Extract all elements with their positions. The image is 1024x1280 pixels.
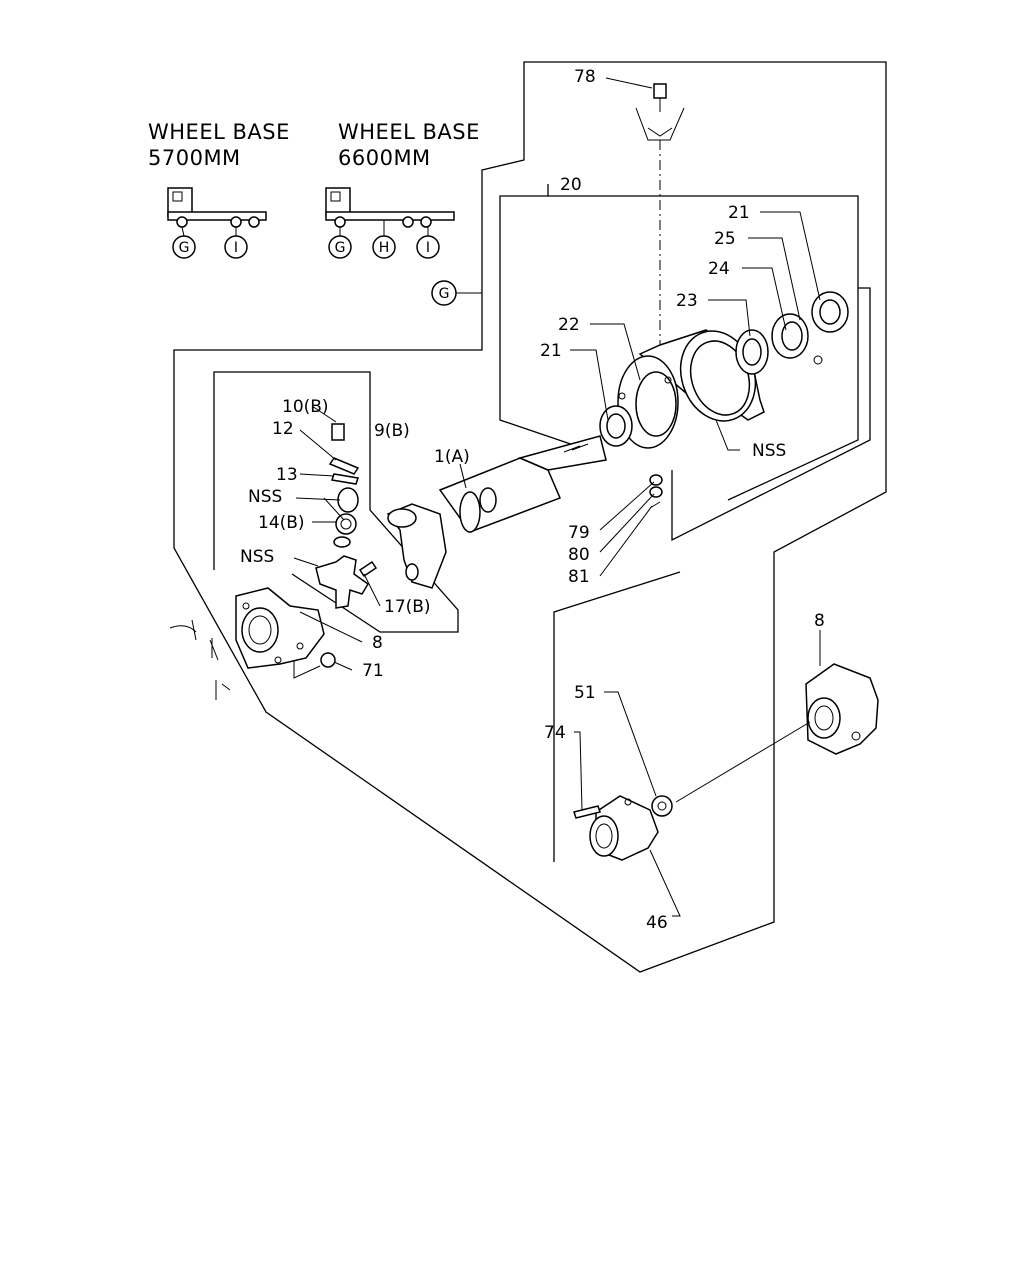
- label-71: 71: [362, 661, 384, 681]
- wheelbase-right-line2: 6600MM: [338, 146, 431, 170]
- label-51: 51: [574, 683, 596, 703]
- label-78: 78: [574, 67, 596, 87]
- label-nss-a: NSS: [248, 487, 282, 507]
- truck-right-marker-g: G: [335, 240, 346, 256]
- truck-right-marker-h: H: [379, 240, 390, 256]
- transmission-edge: [169, 625, 217, 700]
- callout-leaders: [293, 77, 821, 917]
- center-bearing-bracket-22: [638, 329, 765, 422]
- wheelbase-header-right: WHEEL BASE 6600MM: [338, 120, 480, 170]
- center-bearing-group-box: [499, 184, 601, 455]
- washer-51: [651, 795, 673, 817]
- section-g-label: G: [439, 286, 450, 302]
- label-nss-bracket: NSS: [752, 441, 786, 461]
- grease-fitting-17b: [358, 560, 378, 578]
- label-12: 12: [272, 419, 294, 439]
- label-74: 74: [544, 723, 566, 743]
- label-8-left: 8: [372, 633, 383, 653]
- label-81: 81: [568, 567, 590, 587]
- bearing-23: [735, 329, 769, 375]
- flange-yoke-8-left: [235, 587, 325, 669]
- collar-24: [771, 313, 809, 359]
- label-46: 46: [646, 913, 668, 933]
- rubber-cushion: [617, 355, 679, 449]
- truck-right-marker-i: I: [426, 240, 430, 256]
- circlip: [813, 355, 823, 365]
- grease-nipple-10b: [331, 423, 345, 441]
- bolt-74: [573, 805, 601, 819]
- flange-alignment-line: [675, 721, 811, 803]
- truck-left-marker-g: G: [179, 240, 190, 256]
- label-9b: 9(B): [374, 421, 410, 441]
- section-g-marker: G: [431, 280, 482, 306]
- label-79: 79: [568, 523, 590, 543]
- label-nss-b: NSS: [240, 547, 274, 567]
- seal-ring: [333, 536, 351, 548]
- shaft-yoke: [386, 503, 447, 589]
- truck-icon-right: G H I: [325, 187, 455, 259]
- flange-yoke-8-right: [805, 663, 879, 755]
- bearing-cup: [337, 487, 359, 513]
- wheelbase-left-line2: 5700MM: [148, 146, 241, 170]
- seal-21-right: [811, 291, 849, 333]
- label-8-right: 8: [814, 611, 825, 631]
- label-21-left: 21: [540, 341, 562, 361]
- assembly-outline: [173, 61, 887, 973]
- nut-80: [649, 486, 663, 498]
- label-25: 25: [714, 229, 736, 249]
- label-14b: 14(B): [258, 513, 305, 533]
- propeller-shaft-1a: [438, 435, 607, 533]
- label-10b: 10(B): [282, 397, 329, 417]
- label-24: 24: [708, 259, 730, 279]
- label-1a: 1(A): [434, 447, 470, 467]
- needle-bearing-14b: [335, 513, 357, 535]
- label-20: 20: [560, 175, 582, 195]
- companion-flange-46: [589, 795, 659, 861]
- wheelbase-left-line1: WHEEL BASE: [148, 120, 290, 144]
- label-17b: 17(B): [384, 597, 431, 617]
- output-flange-group-box: [553, 571, 681, 862]
- truck-icon-left: G I: [167, 187, 267, 259]
- label-22: 22: [558, 315, 580, 335]
- spider-cross: [315, 555, 369, 609]
- seal-21-left: [599, 405, 633, 447]
- wheelbase-right-line1: WHEEL BASE: [338, 120, 480, 144]
- lock-plate-12: [328, 457, 360, 475]
- label-21-right: 21: [728, 203, 750, 223]
- snap-ring-13: [331, 473, 359, 485]
- wheelbase-header-left: WHEEL BASE 5700MM: [148, 120, 290, 170]
- label-13: 13: [276, 465, 298, 485]
- bolt-78: [635, 83, 685, 345]
- truck-left-marker-i: I: [234, 240, 238, 256]
- nut-71: [320, 652, 336, 668]
- label-80: 80: [568, 545, 590, 565]
- label-23: 23: [676, 291, 698, 311]
